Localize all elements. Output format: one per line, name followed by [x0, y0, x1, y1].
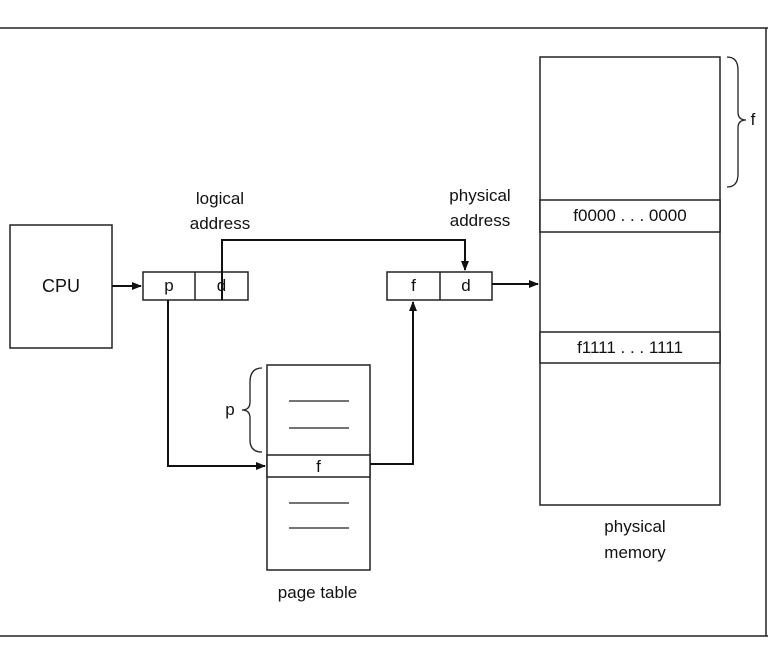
- page-table-entry-label: f: [316, 457, 321, 476]
- page-table-caption: page table: [277, 583, 358, 602]
- physical-memory-caption-line1: physical: [604, 517, 666, 536]
- physical-frame-field: f: [411, 276, 416, 295]
- physical-memory-caption-line2: memory: [604, 543, 666, 562]
- logical-page-field: p: [164, 276, 174, 295]
- physical-address-caption-line1: physical: [449, 186, 511, 205]
- physical-memory-box: [539, 56, 721, 506]
- page-lookup-arrow: [167, 300, 266, 470]
- page-table-brace-label: p: [225, 400, 235, 419]
- memory-frame-end-label: f1111 . . . 1111: [577, 338, 683, 357]
- page-table-entry-f: [266, 454, 371, 478]
- page-table-brace: [241, 367, 263, 453]
- cpu-box: [9, 224, 113, 349]
- logical-offset-field: d: [216, 276, 227, 295]
- physical-memory-brace-label: f: [750, 110, 756, 129]
- cpu-label: CPU: [41, 276, 80, 296]
- logical-address-caption-line2: address: [189, 214, 251, 233]
- logical-address-caption-line1: logical: [195, 189, 245, 208]
- physical-memory-brace: [726, 56, 747, 188]
- offset-copy-arrow: [221, 239, 469, 300]
- memory-frame-start-label: f0000 . . . 0000: [573, 206, 687, 225]
- physical-offset-field: d: [461, 276, 471, 295]
- memory-frame-start-row: [539, 199, 721, 233]
- frame-number-arrow: [370, 301, 417, 465]
- physical-address-caption-line2: address: [449, 211, 511, 230]
- memory-frame-end-row: [539, 331, 721, 364]
